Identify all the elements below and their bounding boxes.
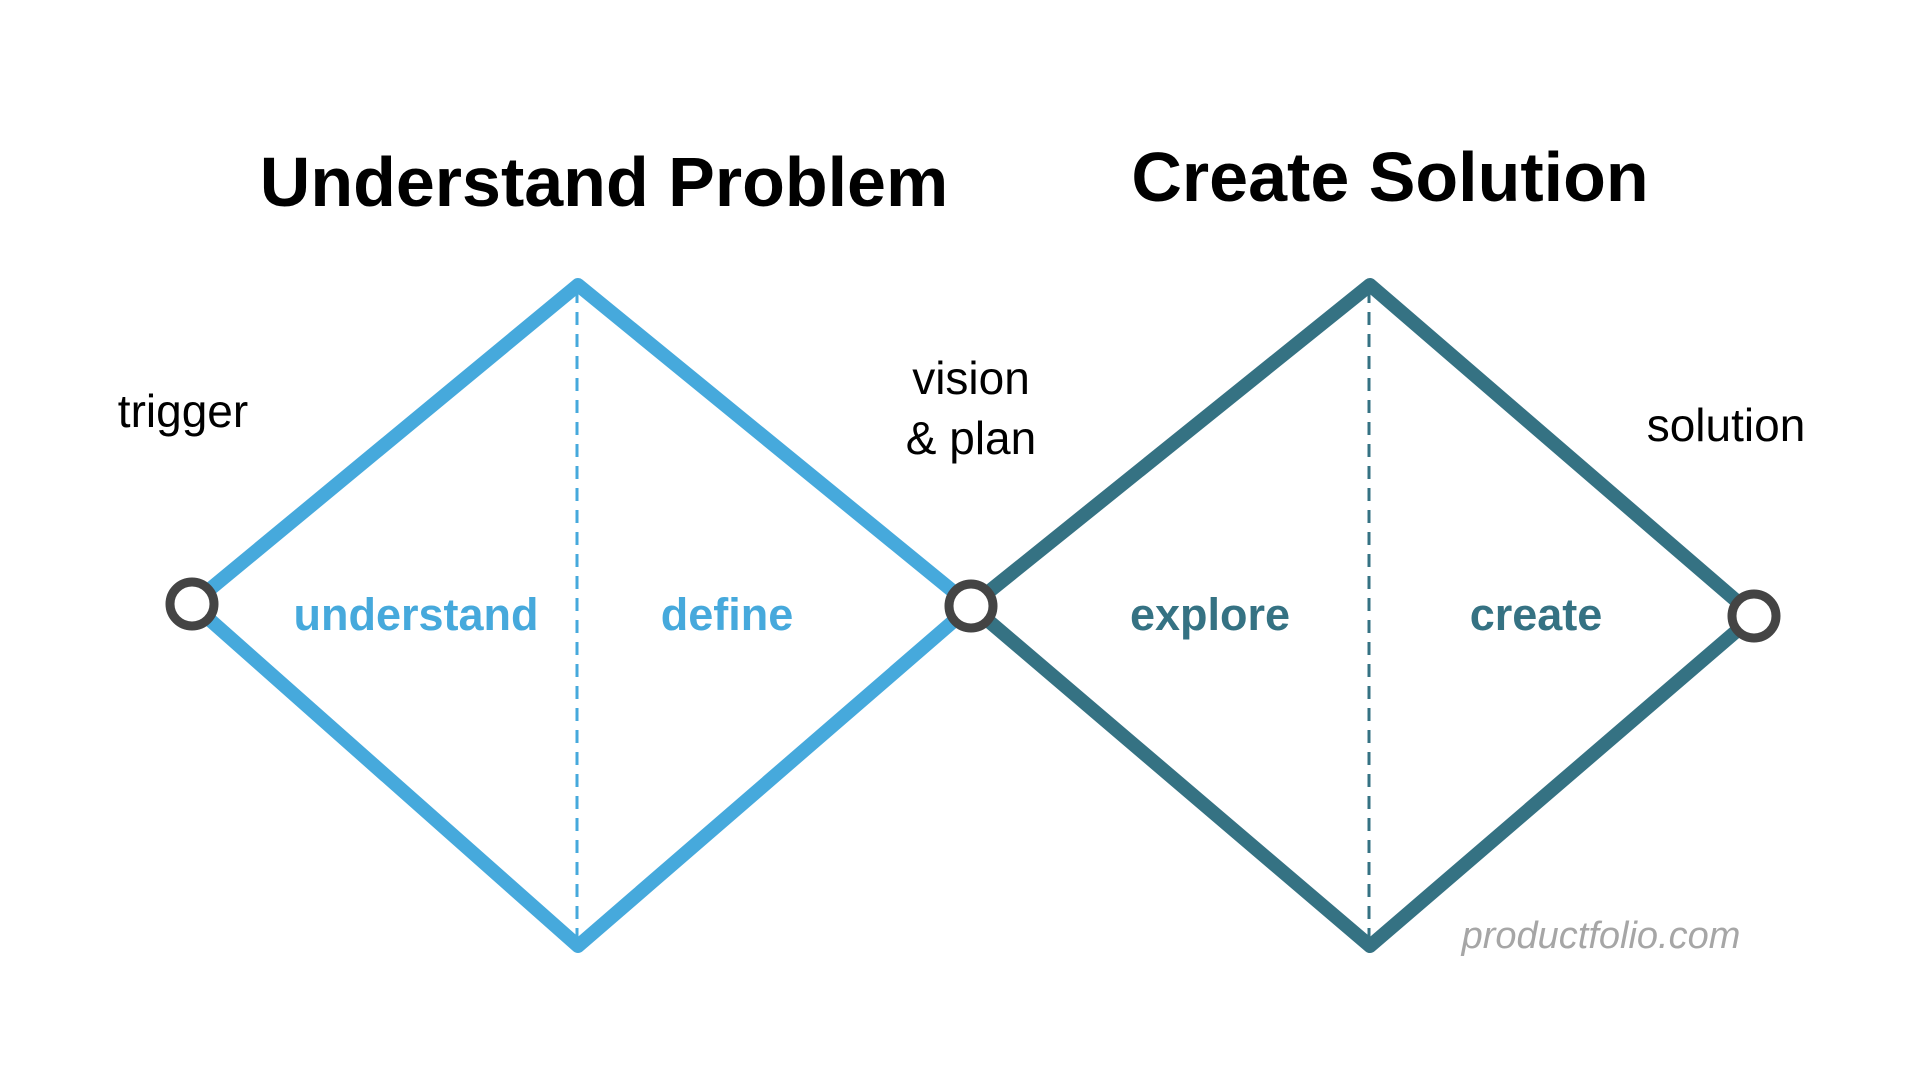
phase-explore: explore bbox=[1130, 589, 1290, 640]
trigger-node bbox=[165, 577, 219, 631]
phase-create: create bbox=[1470, 589, 1603, 640]
vision-label: vision bbox=[912, 352, 1030, 404]
credit-watermark: productfolio.com bbox=[1461, 915, 1741, 957]
solution-node bbox=[1727, 589, 1781, 643]
vision-plan-node bbox=[944, 579, 998, 633]
trigger-label: trigger bbox=[118, 385, 248, 437]
heading-understand-problem: Understand Problem bbox=[260, 143, 948, 221]
phase-understand: understand bbox=[293, 589, 538, 640]
solution-diamond bbox=[964, 278, 1761, 953]
phase-define: define bbox=[661, 589, 794, 640]
solution-label: solution bbox=[1647, 399, 1806, 451]
plan-label: & plan bbox=[906, 412, 1036, 464]
heading-create-solution: Create Solution bbox=[1131, 138, 1648, 216]
